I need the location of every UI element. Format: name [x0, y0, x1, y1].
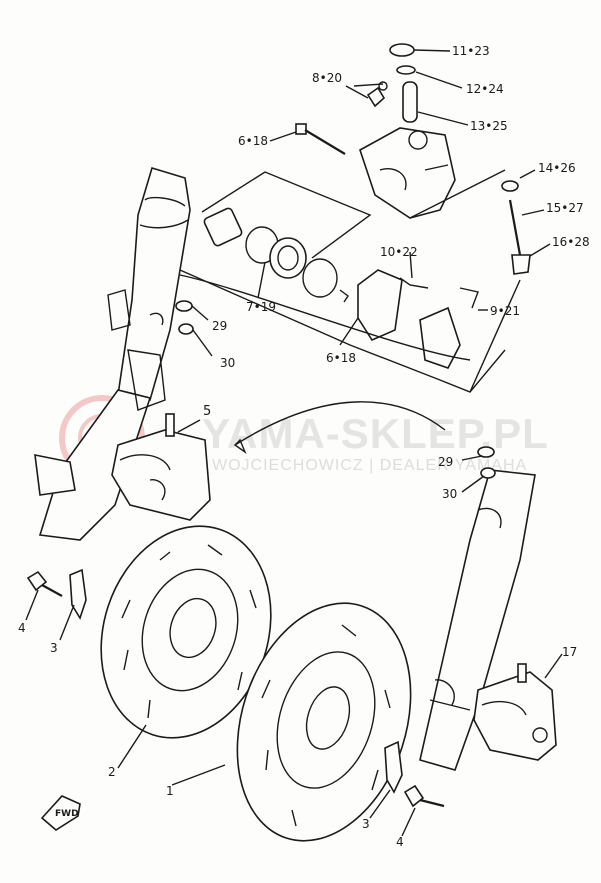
exploded-boundary-lines: [179, 169, 521, 454]
right-caliper: [473, 663, 557, 761]
callout-4-left: 4: [18, 621, 26, 635]
callout-7-19: 7•19: [246, 300, 276, 314]
callout-15-27: 15•27: [546, 201, 584, 215]
disc-bolt-left: [26, 570, 63, 597]
watermark-sub-text: WOJCIECHOWICZ | DEALER YAMAHA: [212, 457, 527, 474]
callout-4-right: 4: [396, 835, 404, 849]
callout-3-left: 3: [50, 641, 58, 655]
forward-arrow-marker: FWD: [40, 795, 81, 831]
callout-10-22: 10•22: [380, 245, 418, 259]
leader-lines: [25, 49, 563, 837]
disc-bolt-right: [403, 784, 445, 808]
callout-29-left: 29: [212, 319, 227, 333]
right-fork-leg: [419, 469, 536, 771]
brake-pads: [339, 269, 479, 369]
bolt-6-18-top: [295, 123, 346, 155]
lock-washer-right: [384, 740, 403, 794]
washers-left: [175, 300, 194, 335]
forward-marker-text: FWD: [55, 809, 79, 819]
callout-11-23: 11•23: [452, 44, 490, 58]
callout-6-18-top: 6•18: [238, 134, 268, 148]
callout-30-left: 30: [220, 356, 235, 370]
bleed-screw-8-20: [366, 81, 388, 108]
pin-stack-11-13: [389, 43, 418, 123]
left-caliper: [111, 413, 211, 521]
washers-right: [477, 446, 496, 479]
callout-14-26: 14•26: [538, 161, 576, 175]
callout-17: 17: [562, 645, 577, 659]
callout-5: 5: [203, 404, 211, 419]
callout-8-20: 8•20: [312, 71, 342, 85]
callout-30-right: 30: [442, 487, 457, 501]
callout-12-24: 12•24: [466, 82, 504, 96]
callout-13-25: 13•25: [470, 119, 508, 133]
callout-29-right: 29: [438, 455, 453, 469]
callout-1: 1: [166, 784, 174, 798]
callout-labels: 11•23 12•24 8•20 13•25 6•18 14•26 15•27 …: [18, 44, 590, 849]
left-fork-leg: [34, 167, 191, 541]
brake-disc-right: [236, 602, 412, 842]
bolt-stack-14-16: [501, 180, 531, 275]
caliper-housing-detail: [359, 127, 456, 219]
callout-9-21: 9•21: [490, 304, 520, 318]
callout-2: 2: [108, 765, 116, 779]
callout-16-28: 16•28: [552, 235, 590, 249]
callout-3-right: 3: [362, 817, 370, 831]
callout-6-18-mid: 6•18: [326, 351, 356, 365]
piston-seal-set: [201, 171, 372, 298]
